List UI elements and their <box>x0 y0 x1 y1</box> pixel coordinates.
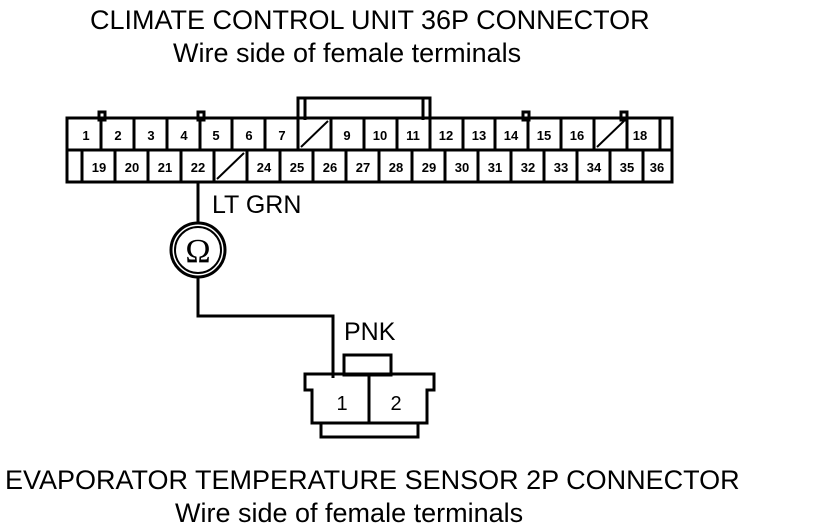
sensor-pin-2: 2 <box>390 393 401 415</box>
pin-22: 22 <box>191 160 205 175</box>
wire-color-pnk: PNK <box>344 318 396 346</box>
pin-12: 12 <box>439 128 453 143</box>
pin-36: 36 <box>650 160 664 175</box>
connector-36p-lock-tab <box>296 96 432 120</box>
wire-pnk <box>196 277 335 378</box>
connector-subtitle: Wire side of female terminals <box>173 38 522 68</box>
pin-34: 34 <box>587 160 602 175</box>
pin-14: 14 <box>504 128 519 143</box>
pin-32: 32 <box>521 160 535 175</box>
sensor-connector-subtitle: Wire side of female terminals <box>175 498 524 528</box>
pin-6: 6 <box>245 128 252 143</box>
pin-5: 5 <box>212 128 219 143</box>
pin-29: 29 <box>422 160 436 175</box>
pin-4: 4 <box>180 128 188 143</box>
pin-3: 3 <box>147 128 154 143</box>
pin-13: 13 <box>472 128 486 143</box>
sensor-pin-1: 1 <box>336 393 347 415</box>
unused-cavity-23 <box>216 152 245 180</box>
pin-35: 35 <box>620 160 634 175</box>
sensor-connector-title: EVAPORATOR TEMPERATURE SENSOR 2P CONNECT… <box>5 467 740 494</box>
pin-30: 30 <box>455 160 469 175</box>
pin-33: 33 <box>554 160 568 175</box>
pin-15: 15 <box>537 128 551 143</box>
ohm-symbol: Ω <box>185 233 210 270</box>
connector-title: CLIMATE CONTROL UNIT 36P CONNECTOR <box>90 5 650 35</box>
pin-11: 11 <box>406 128 420 143</box>
pin-7: 7 <box>278 128 285 143</box>
wire-color-lt-grn: LT GRN <box>212 191 301 219</box>
pin-20: 20 <box>125 160 139 175</box>
pin-1: 1 <box>82 128 89 143</box>
pin-10: 10 <box>373 128 387 143</box>
pin-2: 2 <box>114 128 121 143</box>
pin-16: 16 <box>570 128 584 143</box>
unused-cavity-8 <box>300 120 329 148</box>
pin-19: 19 <box>92 160 106 175</box>
pin-18: 18 <box>633 128 647 143</box>
sensor-connector-housing <box>303 372 436 439</box>
pin-27: 27 <box>356 160 370 175</box>
pin-28: 28 <box>389 160 403 175</box>
unused-cavity-17 <box>596 120 625 148</box>
pin-21: 21 <box>158 160 172 175</box>
pin-26: 26 <box>323 160 337 175</box>
pin-24: 24 <box>257 160 272 175</box>
pin-31: 31 <box>488 160 502 175</box>
pin-25: 25 <box>290 160 304 175</box>
sensor-connector-lock-tab <box>342 353 393 377</box>
pin-9: 9 <box>343 128 350 143</box>
